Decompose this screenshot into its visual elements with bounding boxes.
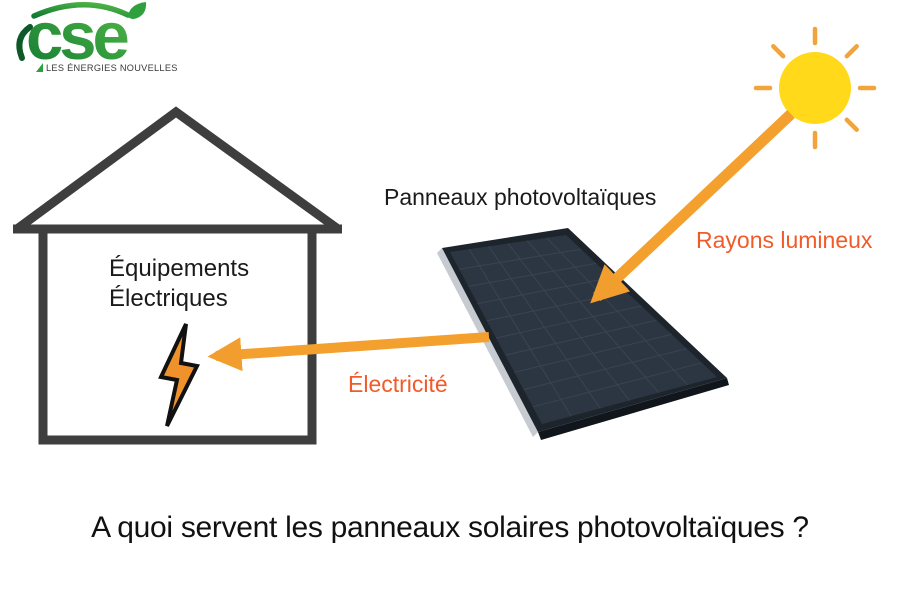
panel-label: Panneaux photovoltaïques [384,184,657,210]
light-rays-label: Rayons lumineux [696,227,873,253]
lightning-bolt-icon [158,323,200,427]
logo-tagline-text: LES ÉNERGIES NOUVELLES [46,63,178,73]
panel-cell-grid [459,237,703,417]
electricity-arrow [207,332,490,372]
panel-side-edge [437,248,538,437]
electricity-label: Électricité [348,371,448,397]
sun-disc [779,52,851,124]
equipment-label-line1: Équipements [109,255,250,282]
solar-panel-image [437,228,729,440]
equipment-label: Équipements Électriques [109,254,249,314]
main-title: A quoi servent les panneaux solaires pho… [91,511,809,544]
logo-swoosh-light [31,2,131,19]
logo-swoosh-dark [16,24,33,61]
panel-bottom-edge [538,378,729,440]
house-roof [14,106,341,233]
light-rays-arrow [590,109,795,304]
equipment-label-line2: Électriques [109,285,228,312]
cse-logo: cse LES ÉNERGIES NOUVELLES [16,0,178,74]
logo-tagline-mark [36,63,43,72]
leaf-icon [128,2,147,19]
